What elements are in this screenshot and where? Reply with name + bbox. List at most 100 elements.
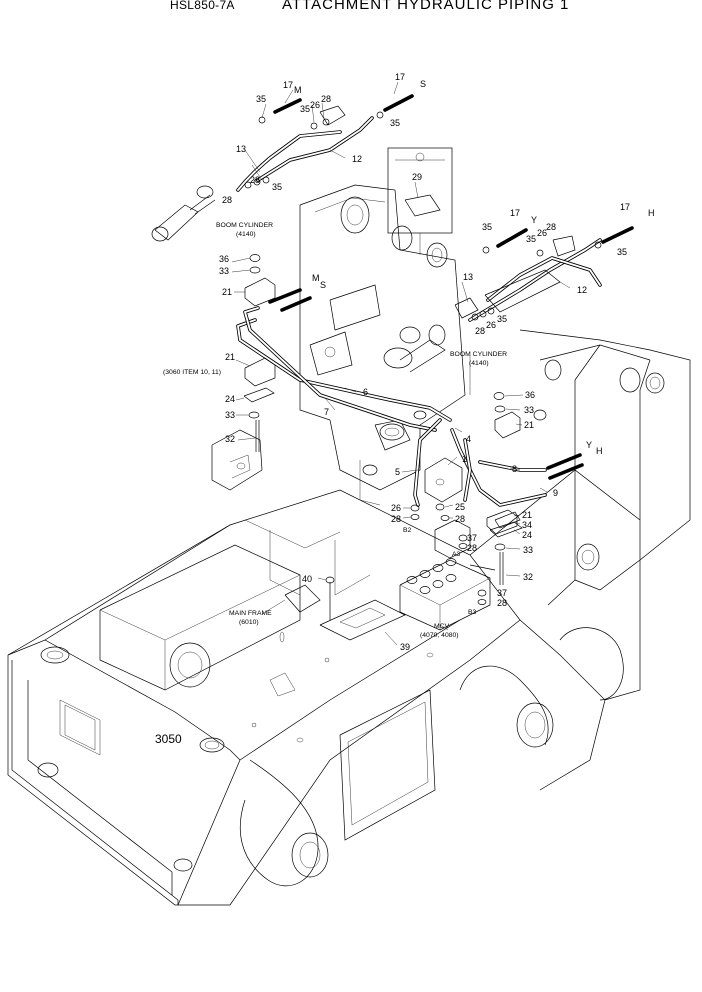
valve-block-1-port: [435, 478, 445, 486]
callout-36: 36: [219, 254, 229, 264]
port-h: H: [648, 208, 655, 218]
fitting-37-lower: [477, 589, 487, 597]
hose-17-right-y: [496, 228, 528, 248]
callout-5: 5: [395, 467, 400, 477]
section-number: 3050: [155, 732, 182, 746]
callout-32: 32: [225, 434, 235, 444]
callout-7: 7: [324, 407, 329, 417]
callout-21: 21: [524, 420, 534, 430]
valve-block-1: [424, 457, 463, 503]
callout-21: 21: [225, 352, 235, 362]
hydraulic-components: [151, 94, 634, 631]
port-s: S: [320, 280, 326, 290]
hose-ends-y-h-b: [548, 463, 584, 480]
callout-4: 4: [466, 434, 471, 444]
callout-36: 36: [525, 390, 535, 400]
fitting-37-upper: [458, 534, 468, 542]
nut-36-upper: [249, 254, 261, 262]
oring-28-l2: [244, 181, 252, 189]
callout-32: 32: [523, 572, 533, 582]
washer-33-right: [494, 405, 506, 413]
callout-39: 39: [400, 642, 410, 652]
callout-37: 37: [467, 533, 477, 543]
callout-17: 17: [395, 72, 405, 82]
boom-cylinder-left: [151, 105, 346, 242]
hose-ends-m-s-b: [280, 296, 312, 312]
boom-cylinder-left-label: BOOM CYLINDER: [216, 222, 273, 229]
plate-24-left: [243, 387, 275, 403]
callout-28: 28: [475, 326, 485, 336]
bracket-21-lower: [486, 509, 518, 535]
document-code: HSL850-7A: [170, 0, 235, 12]
hose-17-left-s: [383, 94, 414, 112]
bracket-21-mid: [244, 357, 276, 387]
callout-35: 35: [482, 222, 492, 232]
hydraulic-pipes: [236, 116, 602, 507]
callout-25: 25: [455, 502, 465, 512]
callout-26: 26: [310, 100, 320, 110]
callout-6: 6: [363, 387, 368, 397]
page-title: ATTACHMENT HYDRAULIC PIPING 1: [282, 0, 570, 13]
nut-36-right: [493, 392, 505, 400]
callout-26: 26: [391, 503, 401, 513]
hose-ends-m-s: [268, 288, 302, 304]
callout-17: 17: [510, 208, 520, 218]
port-m: M: [312, 273, 320, 283]
oring-28-a: [440, 515, 450, 521]
hose-17-left-m: [273, 98, 302, 114]
fitting-26-b2: [410, 504, 420, 512]
callout-1: 1: [462, 454, 467, 464]
mcv-ref: (4070, 4080): [420, 632, 459, 639]
callout-33: 33: [524, 405, 534, 415]
callout-29: 29: [412, 172, 422, 182]
callout-21: 21: [522, 510, 532, 520]
main-frame-label: MAIN FRAME: [229, 610, 272, 617]
callout-28: 28: [467, 543, 477, 553]
oring-35-tr: [376, 111, 384, 119]
port-s: S: [420, 79, 426, 89]
callout-8: 8: [512, 464, 517, 474]
callout-24: 24: [522, 530, 532, 540]
fitting-25: [435, 503, 445, 511]
callout-33: 33: [523, 545, 533, 555]
callout-21: 21: [222, 287, 232, 297]
callout-28: 28: [222, 195, 232, 205]
mcv-block: [399, 519, 496, 631]
callout-28: 28: [497, 598, 507, 608]
main-frame-ref: (6010): [239, 619, 259, 626]
callout-26: 26: [537, 228, 547, 238]
oring-28-r3: [471, 313, 479, 321]
callout-26: 26: [486, 320, 496, 330]
oring-28-tl: [322, 118, 330, 126]
plate-24-right: [489, 521, 523, 538]
leader-lines: [231, 81, 571, 646]
callout-35: 35: [617, 247, 627, 257]
callout-35: 35: [256, 94, 266, 104]
oring-35-r3: [487, 307, 495, 315]
fitting-26-tl: [310, 122, 318, 130]
callout-35: 35: [497, 314, 507, 324]
callout-13: 13: [463, 272, 473, 282]
fitting-26-r3: [479, 310, 487, 318]
oring-35-r2: [594, 241, 602, 249]
callout-9: 9: [553, 488, 558, 498]
port-h: H: [596, 446, 603, 456]
callout-13: 13: [236, 144, 246, 154]
boom-cylinder-left-ref: (4140): [236, 231, 256, 238]
callout-12: 12: [577, 285, 587, 295]
bracket-21-right: [494, 411, 521, 439]
callout-40: 40: [302, 574, 312, 584]
callout-33: 33: [219, 266, 229, 276]
callout-28: 28: [546, 222, 556, 232]
port-letters: M S M S Y H Y H B2 A3 B3: [294, 79, 655, 616]
item-reference-note: (3060 ITEM 10, 11): [163, 369, 221, 376]
callout-28: 28: [250, 175, 260, 185]
callout-28: 28: [455, 514, 465, 524]
callout-37: 37: [497, 588, 507, 598]
oring-28-b3: [477, 599, 487, 605]
washer-33-upper: [249, 266, 261, 274]
oring-35-tl: [258, 116, 266, 124]
callout-numbers: 35 17 35 26 28 17 35 13 12 35 28 28 29 3…: [219, 72, 630, 652]
oring-35-r1: [482, 246, 490, 254]
